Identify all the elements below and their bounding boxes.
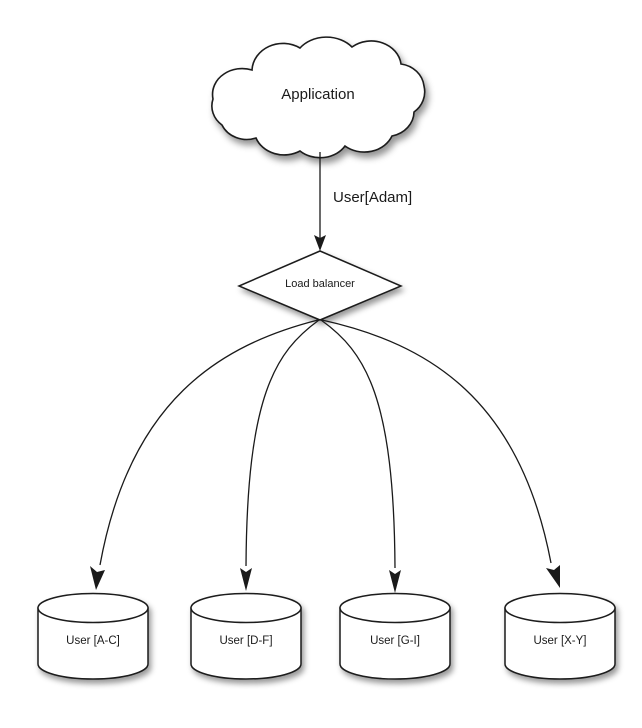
arrowhead-lb-xy — [546, 565, 560, 588]
cloud-shape — [211, 36, 426, 159]
cylinder-shape-x-y — [504, 592, 616, 680]
load-balancer-label: Load balancer — [285, 278, 355, 290]
database-a-c-label: User [A-C] — [66, 635, 120, 647]
edge-line-lb-xy — [321, 319, 552, 564]
arrowhead-lb-ac — [90, 566, 105, 590]
edge-lb-to-db-d-f — [240, 319, 320, 591]
edge-line-lb-gi — [320, 319, 396, 569]
edge-lb-to-db-a-c — [90, 319, 319, 590]
edge-lb-to-db-x-y — [321, 319, 560, 588]
arrowhead-app-lb — [314, 235, 326, 251]
node-database-g-i[interactable]: User [G-I] — [339, 592, 451, 680]
edge-lb-to-db-g-i — [320, 319, 401, 593]
database-d-f-label: User [D-F] — [219, 635, 272, 647]
node-database-d-f[interactable]: User [D-F] — [190, 592, 302, 680]
node-database-a-c[interactable]: User [A-C] — [37, 592, 149, 680]
node-database-x-y[interactable]: User [X-Y] — [504, 592, 616, 680]
edge-line-lb-ac — [99, 319, 319, 566]
arrowhead-lb-df — [240, 568, 252, 591]
database-x-y-label: User [X-Y] — [533, 635, 586, 647]
node-load-balancer[interactable]: Load balancer — [237, 250, 403, 321]
arrowhead-lb-gi — [389, 570, 401, 593]
diamond-shape — [237, 250, 403, 321]
edge-line-lb-df — [245, 319, 320, 567]
cylinder-shape-d-f — [190, 592, 302, 680]
edge-application-to-load-balancer: User[Adam] — [314, 152, 412, 251]
edge-label-user-adam: User[Adam] — [333, 189, 412, 206]
cylinder-shape-a-c — [37, 592, 149, 680]
node-application[interactable]: Application — [211, 36, 426, 159]
database-g-i-label: User [G-I] — [370, 635, 420, 647]
cylinder-shape-g-i — [339, 592, 451, 680]
application-label: Application — [281, 86, 354, 103]
